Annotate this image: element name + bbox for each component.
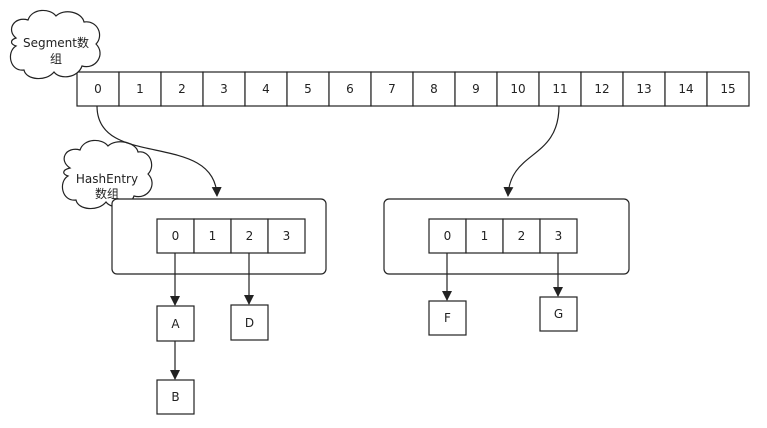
segment-label-line1: Segment数 (23, 35, 89, 50)
segment-cell-label: 5 (304, 82, 312, 96)
left-table-cell-label: 0 (172, 229, 180, 243)
segment-cell-label: 1 (136, 82, 144, 96)
hashentry-cloud-shape (61, 139, 153, 210)
segment-cell-box (370, 71, 414, 107)
left-table-cell-1: 1 (193, 218, 232, 254)
right-table-cell-box (465, 218, 504, 254)
left-table-cell-label: 3 (283, 229, 291, 243)
segment-cell-box (76, 71, 120, 107)
segment-cell-8: 8 (412, 71, 456, 107)
right-table-cell-0: 0 (428, 218, 467, 254)
segment-cell-box (622, 71, 666, 107)
segment-cell-9: 9 (454, 71, 498, 107)
segment-cell-5: 5 (286, 71, 330, 107)
segment-cell-box (286, 71, 330, 107)
segment-cell-box (706, 71, 750, 107)
entry-node-f: F (428, 300, 467, 336)
entry-node-f-label: F (444, 311, 451, 325)
entry-node-g: G (539, 296, 578, 332)
segment-cell-label: 12 (594, 82, 609, 96)
segment-cell-label: 10 (510, 82, 525, 96)
segment-cell-box (412, 71, 456, 107)
segment-cell-12: 12 (580, 71, 624, 107)
entry-node-d: D (230, 304, 269, 341)
entry-node-b: B (156, 379, 195, 415)
hashentry-label-line1: HashEntry (76, 172, 138, 186)
left-table-cell-box (193, 218, 232, 254)
segment-cell-label: 7 (388, 82, 396, 96)
segment-cell-label: 6 (346, 82, 354, 96)
segment-cell-box (538, 71, 582, 107)
segment-label-line2: 组 (50, 52, 62, 66)
right-table-cell-3: 3 (539, 218, 578, 254)
entry-node-d-label: D (245, 316, 254, 330)
segment-cell-7: 7 (370, 71, 414, 107)
hashentry-table-right: 0 1 2 3 (428, 218, 578, 254)
segment-cell-13: 13 (622, 71, 666, 107)
right-table-cell-label: 0 (444, 229, 452, 243)
hashentry-array-label-cloud: HashEntry 数组 (61, 139, 153, 210)
left-table-cell-3: 3 (267, 218, 306, 254)
segment-cell-11: 11 (538, 71, 582, 107)
segment-cell-label: 2 (178, 82, 186, 96)
segment-cell-box (454, 71, 498, 107)
link-segment-0-to-table (96, 105, 222, 197)
segment-cell-label: 13 (636, 82, 651, 96)
segment-array-label-cloud: Segment数 组 (9, 9, 101, 80)
right-table-cell-label: 3 (555, 229, 563, 243)
segment-cell-label: 4 (262, 82, 270, 96)
segment-cell-10: 10 (496, 71, 540, 107)
segment-cell-label: 8 (430, 82, 438, 96)
right-table-cell-label: 1 (481, 229, 489, 243)
segment-cell-box (118, 71, 162, 107)
segment-cell-label: 14 (678, 82, 693, 96)
hashentry-label-line2: 数组 (95, 186, 119, 201)
segment-cell-3: 3 (202, 71, 246, 107)
segment-cell-0: 0 (76, 71, 120, 107)
segment-cell-label: 15 (720, 82, 735, 96)
left-table-cell-2: 2 (230, 218, 269, 254)
left-table-cell-label: 2 (246, 229, 254, 243)
entry-node-a: A (156, 305, 195, 342)
left-table-cell-label: 1 (209, 229, 217, 243)
segment-cell-14: 14 (664, 71, 708, 107)
entry-node-a-label: A (171, 317, 180, 331)
right-table-cell-2: 2 (502, 218, 541, 254)
right-table-cell-label: 2 (518, 229, 526, 243)
segment-cloud-shape (9, 9, 101, 80)
segment-cell-label: 0 (94, 82, 102, 96)
segment-cell-1: 1 (118, 71, 162, 107)
left-table-cell-box (267, 218, 306, 254)
segment-cell-2: 2 (160, 71, 204, 107)
left-table-cell-0: 0 (156, 218, 195, 254)
segment-cell-box (580, 71, 624, 107)
segment-cell-box (160, 71, 204, 107)
segment-cell-label: 9 (472, 82, 480, 96)
segment-cell-15: 15 (706, 71, 750, 107)
segment-cell-label: 3 (220, 82, 228, 96)
entry-node-g-label: G (554, 307, 563, 321)
link-segment-11-to-table (503, 105, 560, 197)
hashentry-table-left: 0 1 2 3 (156, 218, 306, 254)
entry-node-b-label: B (171, 390, 179, 404)
segment-cell-4: 4 (244, 71, 288, 107)
segment-cell-6: 6 (328, 71, 372, 107)
segment-cell-box (328, 71, 372, 107)
segment-cell-box (244, 71, 288, 107)
right-table-cell-box (539, 218, 578, 254)
right-table-cell-1: 1 (465, 218, 504, 254)
segment-cell-label: 11 (552, 82, 567, 96)
